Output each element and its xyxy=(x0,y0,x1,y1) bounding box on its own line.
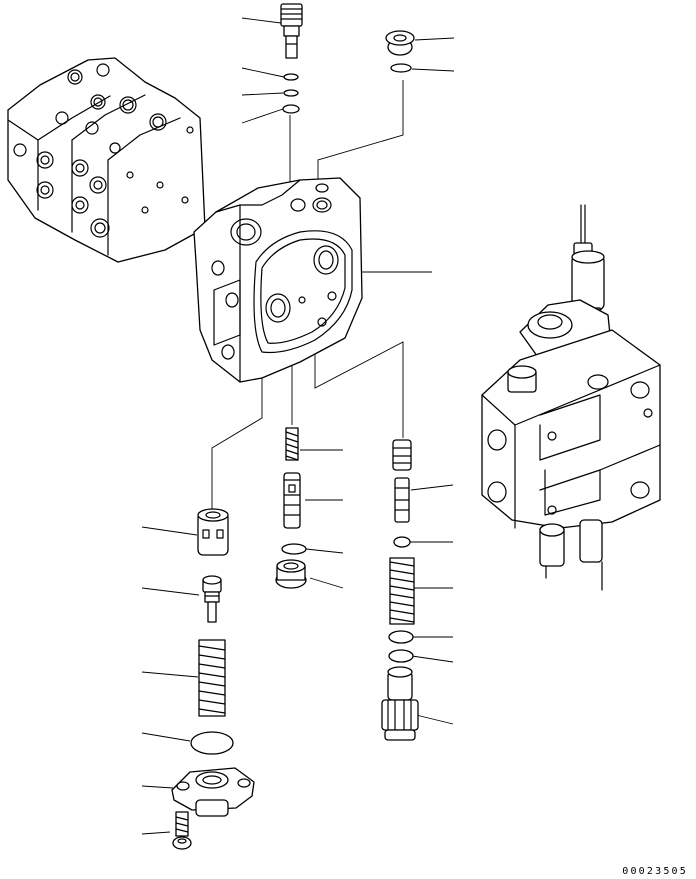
o-ring-large xyxy=(190,731,234,755)
leader-line-22 xyxy=(141,785,174,789)
o-ring-plug xyxy=(390,63,412,73)
sleeve-left xyxy=(197,508,229,556)
flange-cover xyxy=(171,767,255,817)
spring-small xyxy=(285,427,299,461)
assembly-guide-lines xyxy=(211,80,404,510)
cap-right xyxy=(381,666,419,741)
leader-line-2 xyxy=(241,67,285,78)
relief-valve-cartridge xyxy=(280,3,303,59)
washer-small xyxy=(393,536,411,548)
o-ring-small-1 xyxy=(283,73,299,81)
leader-line-6 xyxy=(411,68,455,72)
leader-line-10 xyxy=(305,548,344,554)
leader-line-17 xyxy=(415,714,454,725)
spring-left xyxy=(198,639,226,717)
solenoid-valve-reference-view xyxy=(481,204,661,591)
leader-line-1 xyxy=(241,17,282,24)
leader-lines xyxy=(141,17,455,835)
leader-line-12 xyxy=(410,484,454,491)
leader-line-16 xyxy=(411,655,454,663)
bolt xyxy=(172,811,192,850)
leader-line-4 xyxy=(241,108,284,124)
leader-line-11 xyxy=(309,577,344,589)
spool-left xyxy=(202,575,222,623)
o-ring-right xyxy=(388,630,414,644)
valve-stack-reference-view xyxy=(7,57,206,263)
spool-lower xyxy=(394,477,410,523)
plug-center xyxy=(275,559,307,589)
check-valve-poppet xyxy=(283,472,301,529)
o-ring-small-3 xyxy=(282,104,300,114)
document-code: 00023505 xyxy=(622,866,688,877)
leader-line-5 xyxy=(414,37,455,41)
leader-line-18 xyxy=(141,526,198,536)
spring-large xyxy=(389,557,415,625)
leader-line-21 xyxy=(141,732,191,742)
leader-line-23 xyxy=(141,831,171,835)
spool-upper xyxy=(392,439,412,471)
leader-line-20 xyxy=(141,671,199,678)
plug xyxy=(385,30,415,56)
o-ring-small-2 xyxy=(283,89,299,97)
o-ring-center xyxy=(281,543,307,555)
backup-ring xyxy=(388,649,414,663)
valve-body-section xyxy=(193,177,363,383)
leader-line-3 xyxy=(241,92,284,96)
leader-line-19 xyxy=(141,587,200,596)
